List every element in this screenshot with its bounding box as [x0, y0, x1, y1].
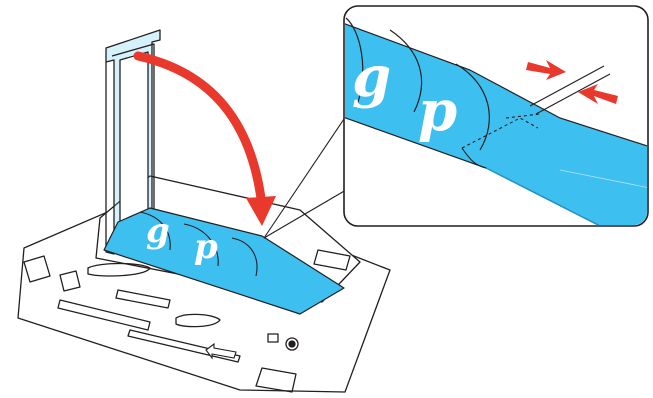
film-frame-2: p — [194, 227, 218, 267]
zoom-frame-glyph-g: g — [352, 44, 391, 110]
zoomed-film: g p — [345, 17, 647, 225]
zoom-frame-glyph-p: p — [418, 78, 457, 144]
curved-arrow-icon — [133, 51, 276, 226]
pinch-arrows-icon — [526, 60, 618, 104]
frame-glyph: g — [146, 211, 170, 251]
film-frame-1: g — [146, 211, 170, 251]
frame-glyph: p — [194, 227, 218, 267]
eject-arrow-icon — [205, 342, 237, 360]
film-strip — [103, 207, 345, 315]
